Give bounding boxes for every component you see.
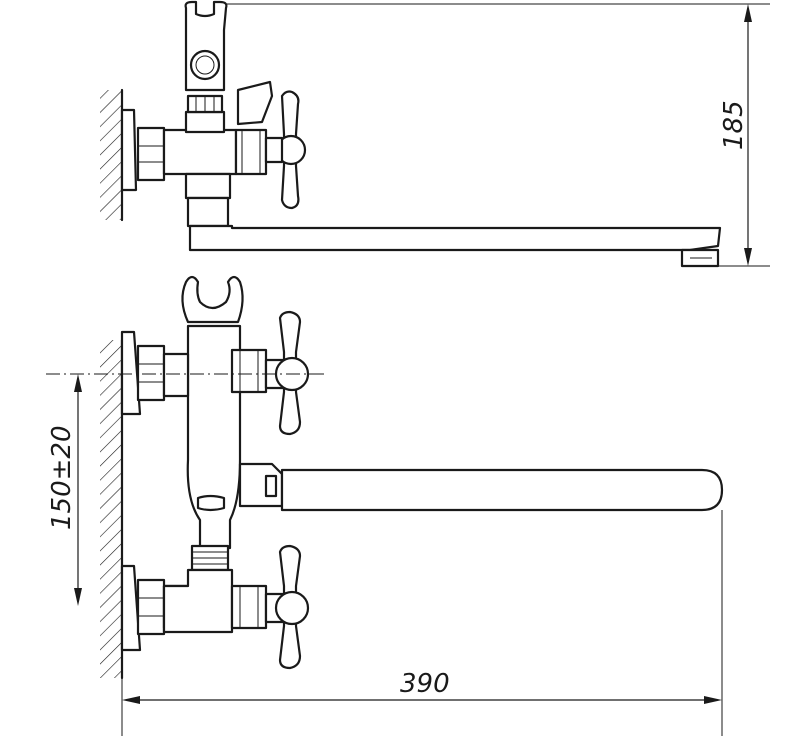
valve-hex-lower: [230, 584, 268, 630]
escutcheon-upper: [120, 330, 142, 416]
mixer-body-top: [162, 128, 238, 176]
spout-length-arrow-right: [704, 696, 722, 704]
shower-holder-front: [181, 275, 244, 324]
inlet-nut-top: [136, 126, 166, 182]
center-distance-label: 150±20: [47, 426, 77, 531]
inlet-nut-lower: [136, 578, 166, 636]
lower-body-front: [162, 568, 234, 634]
spout-length-label: 390: [400, 669, 450, 699]
spout-front: [280, 468, 724, 512]
cross-handle-top: [264, 90, 307, 210]
spout-collar-top: [184, 172, 232, 200]
center-distance-arrow-top: [74, 374, 82, 392]
center-distance-arrow-bottom: [74, 588, 82, 606]
cross-handle-upper: [264, 310, 312, 436]
cross-handle-lower: [264, 544, 310, 670]
side-view: 185: [100, 0, 770, 268]
valve-hex-upper: [230, 348, 268, 394]
wall-hatch-top: [100, 90, 122, 220]
spout-top: [188, 224, 722, 252]
wall-hatch-bottom: [100, 340, 122, 678]
height-arrow-top: [744, 4, 752, 22]
escutcheon-top: [120, 108, 138, 192]
front-view: 150±20 390: [46, 275, 724, 736]
diverter-lever-top: [236, 80, 274, 126]
valve-hex-top: [234, 128, 268, 176]
spout-length-arrow-left: [122, 696, 140, 704]
height-arrow-bottom: [744, 248, 752, 266]
inlet-nut-upper: [136, 344, 166, 402]
escutcheon-lower: [120, 564, 142, 652]
height-label: 185: [719, 100, 749, 150]
